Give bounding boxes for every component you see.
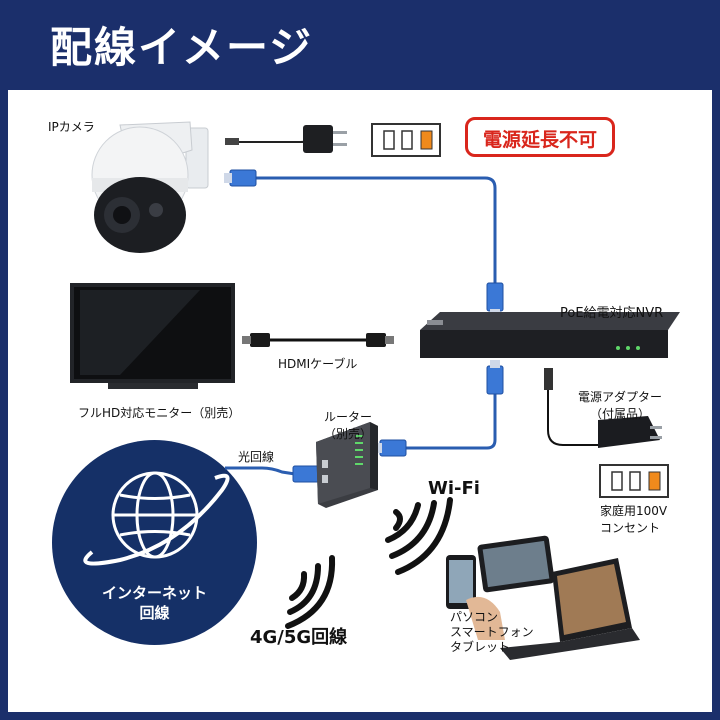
lan-cable-camera-nvr bbox=[255, 176, 497, 290]
lan-cable-nvr-router bbox=[405, 392, 497, 450]
router-label-line2: （別売） bbox=[323, 427, 372, 441]
ip-camera-image bbox=[91, 121, 209, 253]
laptop-image bbox=[500, 558, 640, 660]
router-label: ルーター （別売） bbox=[316, 408, 380, 442]
monitor-label: フルHD対応モニター（別売） bbox=[78, 406, 241, 420]
wifi-label: Wi-Fi bbox=[428, 478, 480, 499]
globe-icon bbox=[83, 471, 230, 566]
internet-label-line1: インターネット bbox=[101, 584, 207, 602]
nvr-label: PoE給電対応NVR bbox=[560, 306, 664, 321]
power-adapter-image bbox=[544, 368, 662, 448]
rj45-connector bbox=[486, 360, 504, 395]
internet-label: インターネット 回線 bbox=[52, 583, 257, 623]
power-plug-image bbox=[303, 125, 347, 153]
monitor-image bbox=[70, 283, 235, 389]
devices-label-line3: タブレット bbox=[450, 640, 511, 654]
page-title: 配線イメージ bbox=[50, 23, 314, 72]
router-image bbox=[316, 422, 378, 508]
internet-label-line2: 回線 bbox=[139, 604, 170, 622]
devices-label-line2: スマートフォン bbox=[450, 625, 534, 639]
tablet-image bbox=[477, 535, 555, 593]
adapter-label-line2: （付属品） bbox=[589, 407, 650, 421]
wall-outlet-image bbox=[599, 464, 669, 498]
hdmi-cable-label: HDMIケーブル bbox=[278, 357, 358, 371]
outlet-label: 家庭用100V コンセント bbox=[600, 502, 667, 536]
fiber-label: 光回線 bbox=[238, 450, 275, 464]
ip-camera-label: IPカメラ bbox=[48, 120, 95, 134]
adapter-label-line1: 電源アダプター bbox=[577, 390, 662, 404]
wall-outlet-image bbox=[371, 123, 441, 157]
devices-label: パソコン スマートフォン タブレット bbox=[450, 610, 534, 655]
mobile-signal-icon bbox=[285, 555, 336, 629]
nvr-image bbox=[420, 312, 680, 358]
hdmi-cable bbox=[242, 333, 394, 347]
fiber-cable bbox=[225, 466, 296, 476]
outlet-label-line2: コンセント bbox=[600, 521, 661, 535]
mobile-network-label: 4G/5G回線 bbox=[250, 627, 348, 648]
adapter-label: 電源アダプター （付属品） bbox=[570, 388, 670, 422]
router-label-line1: ルーター bbox=[323, 410, 372, 424]
devices-label-line1: パソコン bbox=[450, 610, 499, 624]
outlet-label-line1: 家庭用100V bbox=[600, 504, 668, 518]
wifi-signal-icon bbox=[385, 497, 453, 575]
smartphone-image bbox=[446, 555, 505, 640]
rj45-connector bbox=[486, 282, 504, 317]
rj45-connector bbox=[374, 439, 407, 457]
rj45-connector bbox=[224, 169, 257, 187]
dc-power-cable bbox=[225, 137, 313, 145]
warning-badge: 電源延長不可 bbox=[465, 117, 615, 157]
